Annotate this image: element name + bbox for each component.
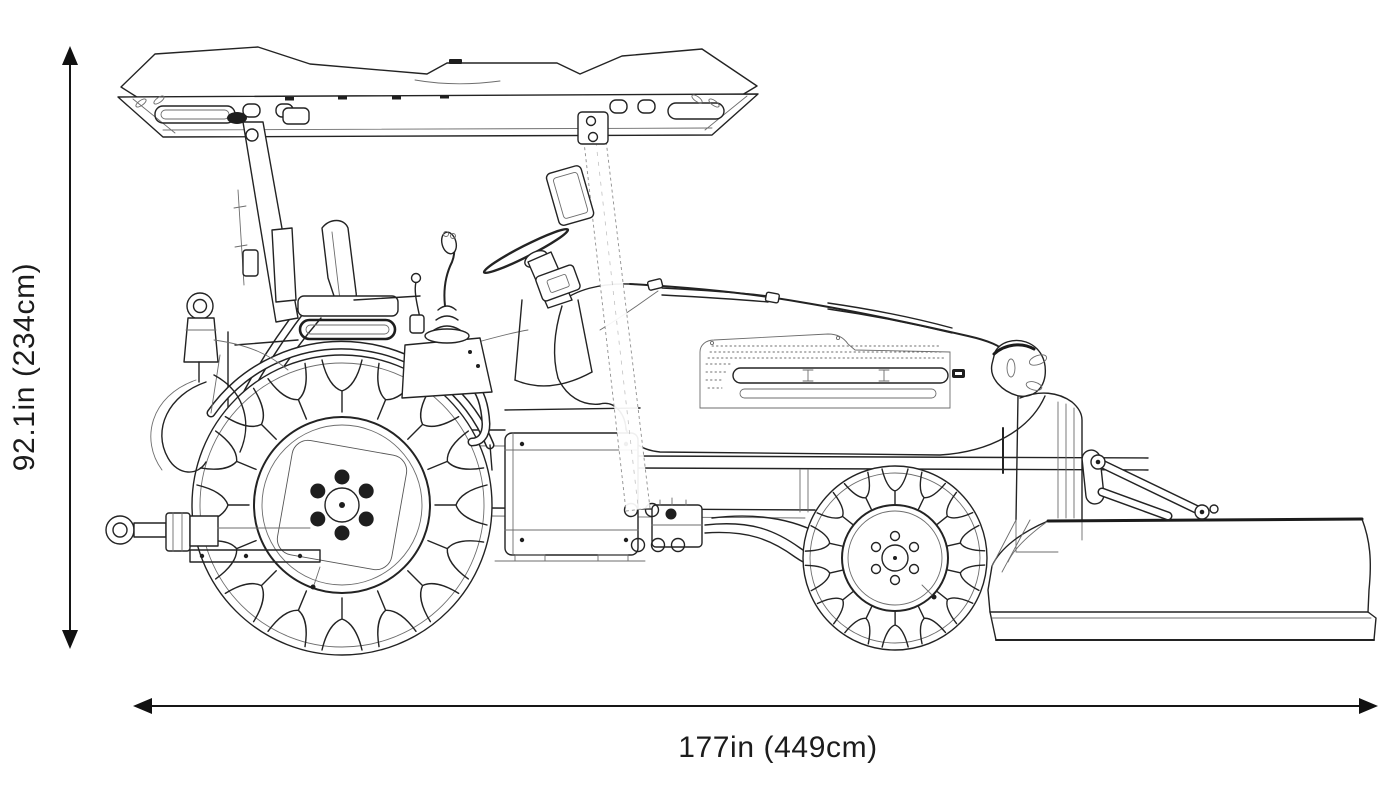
blade-lift-arm xyxy=(1081,449,1219,521)
arrow-down-icon xyxy=(62,630,78,649)
arrow-left-icon xyxy=(133,698,152,714)
canopy xyxy=(117,46,759,138)
hood xyxy=(553,278,1083,553)
left-rops-post xyxy=(233,121,299,323)
length-dimension-label: 177in (449cm) xyxy=(678,731,878,764)
height-dimension: 92.1in (234cm) xyxy=(8,46,78,649)
joystick-console xyxy=(401,231,493,399)
front-rops-post xyxy=(577,111,651,512)
display-monitor xyxy=(545,165,595,226)
seat xyxy=(297,219,421,341)
steering-wheel xyxy=(482,227,593,387)
height-dimension-label: 92.1in (234cm) xyxy=(8,263,41,472)
post-mount-bolts xyxy=(623,502,686,553)
arrow-right-icon xyxy=(1359,698,1378,714)
blade-implement xyxy=(987,517,1377,641)
rear-hitch xyxy=(105,292,321,563)
rear-wheel xyxy=(191,354,493,656)
length-dimension: 177in (449cm) xyxy=(133,698,1378,764)
front-wheel xyxy=(802,465,988,651)
arrow-up-icon xyxy=(62,46,78,65)
